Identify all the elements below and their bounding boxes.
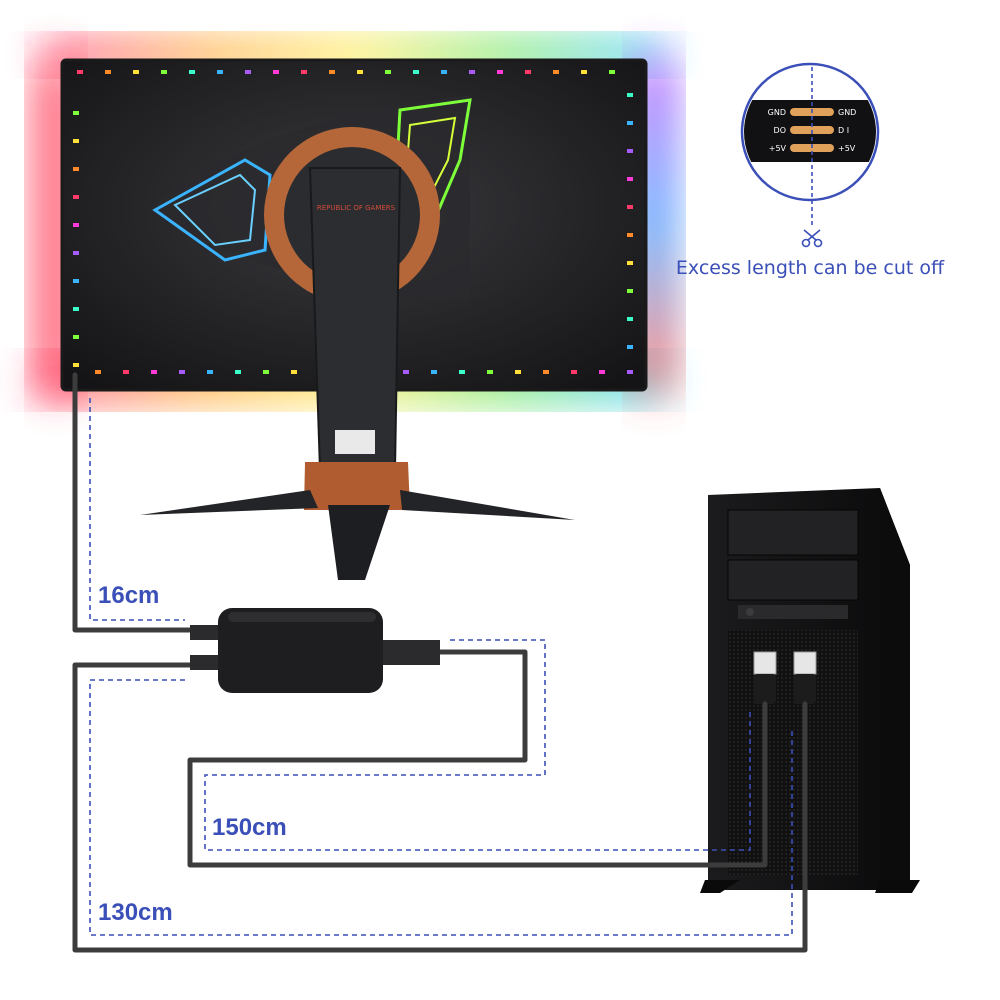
led <box>459 370 465 374</box>
power-lead-cable <box>187 649 768 868</box>
led <box>207 370 213 374</box>
monitor-stand: REPUBLIC OF GAMERS <box>140 167 575 580</box>
led <box>273 70 279 74</box>
led <box>73 363 79 367</box>
led <box>571 370 577 374</box>
led <box>301 70 307 74</box>
led <box>73 139 79 143</box>
led <box>385 70 391 74</box>
power-lead-length: 150cm <box>212 814 287 841</box>
led <box>627 93 633 97</box>
led <box>627 205 633 209</box>
led <box>217 70 223 74</box>
led <box>73 223 79 227</box>
led <box>627 233 633 237</box>
led <box>469 70 475 74</box>
led <box>73 167 79 171</box>
led <box>627 261 633 265</box>
measure-guides <box>89 398 793 936</box>
led <box>431 370 437 374</box>
led <box>151 370 157 374</box>
led <box>73 195 79 199</box>
led <box>179 370 185 374</box>
pin-left-gnd: GND <box>768 108 786 117</box>
pin-right-di: D I <box>838 126 849 135</box>
led <box>609 70 615 74</box>
strip-lead-cable <box>72 372 208 633</box>
connector-detail: GND DO +5V GND D I +5V Excess length can… <box>676 62 945 279</box>
led <box>291 370 297 374</box>
led <box>627 121 633 125</box>
data-lead-cable <box>72 662 808 953</box>
led <box>515 370 521 374</box>
led <box>105 70 111 74</box>
led <box>403 370 409 374</box>
usb-controller <box>190 608 440 693</box>
led <box>329 70 335 74</box>
data-lead-length: 130cm <box>98 899 173 926</box>
led <box>95 370 101 374</box>
led <box>245 70 251 74</box>
brand-logo: REPUBLIC OF GAMERS <box>317 204 396 212</box>
led <box>487 370 493 374</box>
led <box>73 251 79 255</box>
led <box>133 70 139 74</box>
led <box>73 335 79 339</box>
pin-right-gnd: GND <box>838 108 856 117</box>
led <box>123 370 129 374</box>
led <box>357 70 363 74</box>
strip-lead-length: 16cm <box>98 582 159 609</box>
led <box>263 370 269 374</box>
led-strip <box>73 70 633 374</box>
pin-right-5v: +5V <box>838 144 856 153</box>
pin-left-5v: +5V <box>769 144 787 153</box>
pc-tower <box>700 488 920 893</box>
led <box>73 111 79 115</box>
led <box>627 289 633 293</box>
led <box>581 70 587 74</box>
led <box>627 177 633 181</box>
led <box>543 370 549 374</box>
led <box>73 307 79 311</box>
led <box>413 70 419 74</box>
led <box>189 70 195 74</box>
led <box>627 317 633 321</box>
led <box>599 370 605 374</box>
led <box>627 370 633 374</box>
led <box>525 70 531 74</box>
led <box>441 70 447 74</box>
scissors-icon <box>801 229 823 248</box>
led <box>77 70 83 74</box>
pin-left-do: DO <box>774 126 786 135</box>
led <box>235 370 241 374</box>
led <box>73 279 79 283</box>
led <box>627 345 633 349</box>
cables <box>72 372 808 953</box>
led <box>161 70 167 74</box>
led <box>553 70 559 74</box>
cut-caption: Excess length can be cut off <box>676 257 945 279</box>
led <box>497 70 503 74</box>
led <box>627 149 633 153</box>
